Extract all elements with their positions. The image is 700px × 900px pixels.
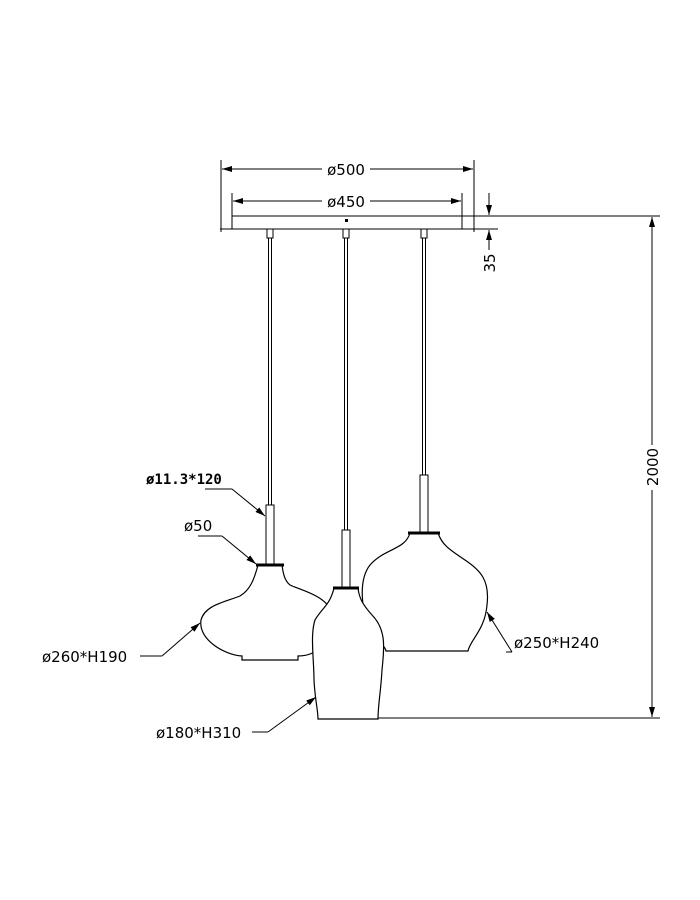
total-height-label: 2000 xyxy=(644,448,662,486)
canopy-outer-label: ø500 xyxy=(327,161,365,179)
cap-dimension-label: ø50 xyxy=(184,517,212,535)
canopy-height-label: 35 xyxy=(481,253,499,272)
right-shade-dimension-label: ø250*H240 xyxy=(514,634,599,652)
tube-dimension-label: ø11.3*120 xyxy=(146,472,222,488)
right-shade xyxy=(361,532,489,652)
leaders xyxy=(140,488,513,733)
canopy xyxy=(220,215,660,230)
total-height-dimension: 2000 xyxy=(378,217,662,719)
cords xyxy=(265,228,429,589)
left-shade-dimension-label: ø260*H190 xyxy=(42,648,127,666)
middle-shade xyxy=(311,587,385,720)
canopy-inner-label: ø450 xyxy=(327,193,365,211)
canopy-height-dimension: 35 xyxy=(481,193,499,273)
middle-shade-dimension-label: ø180*H310 xyxy=(156,724,241,742)
canopy-inner-dimension: ø450 xyxy=(231,193,463,216)
left-shade xyxy=(200,564,333,661)
canopy-outer-dimension: ø500 xyxy=(220,160,475,232)
